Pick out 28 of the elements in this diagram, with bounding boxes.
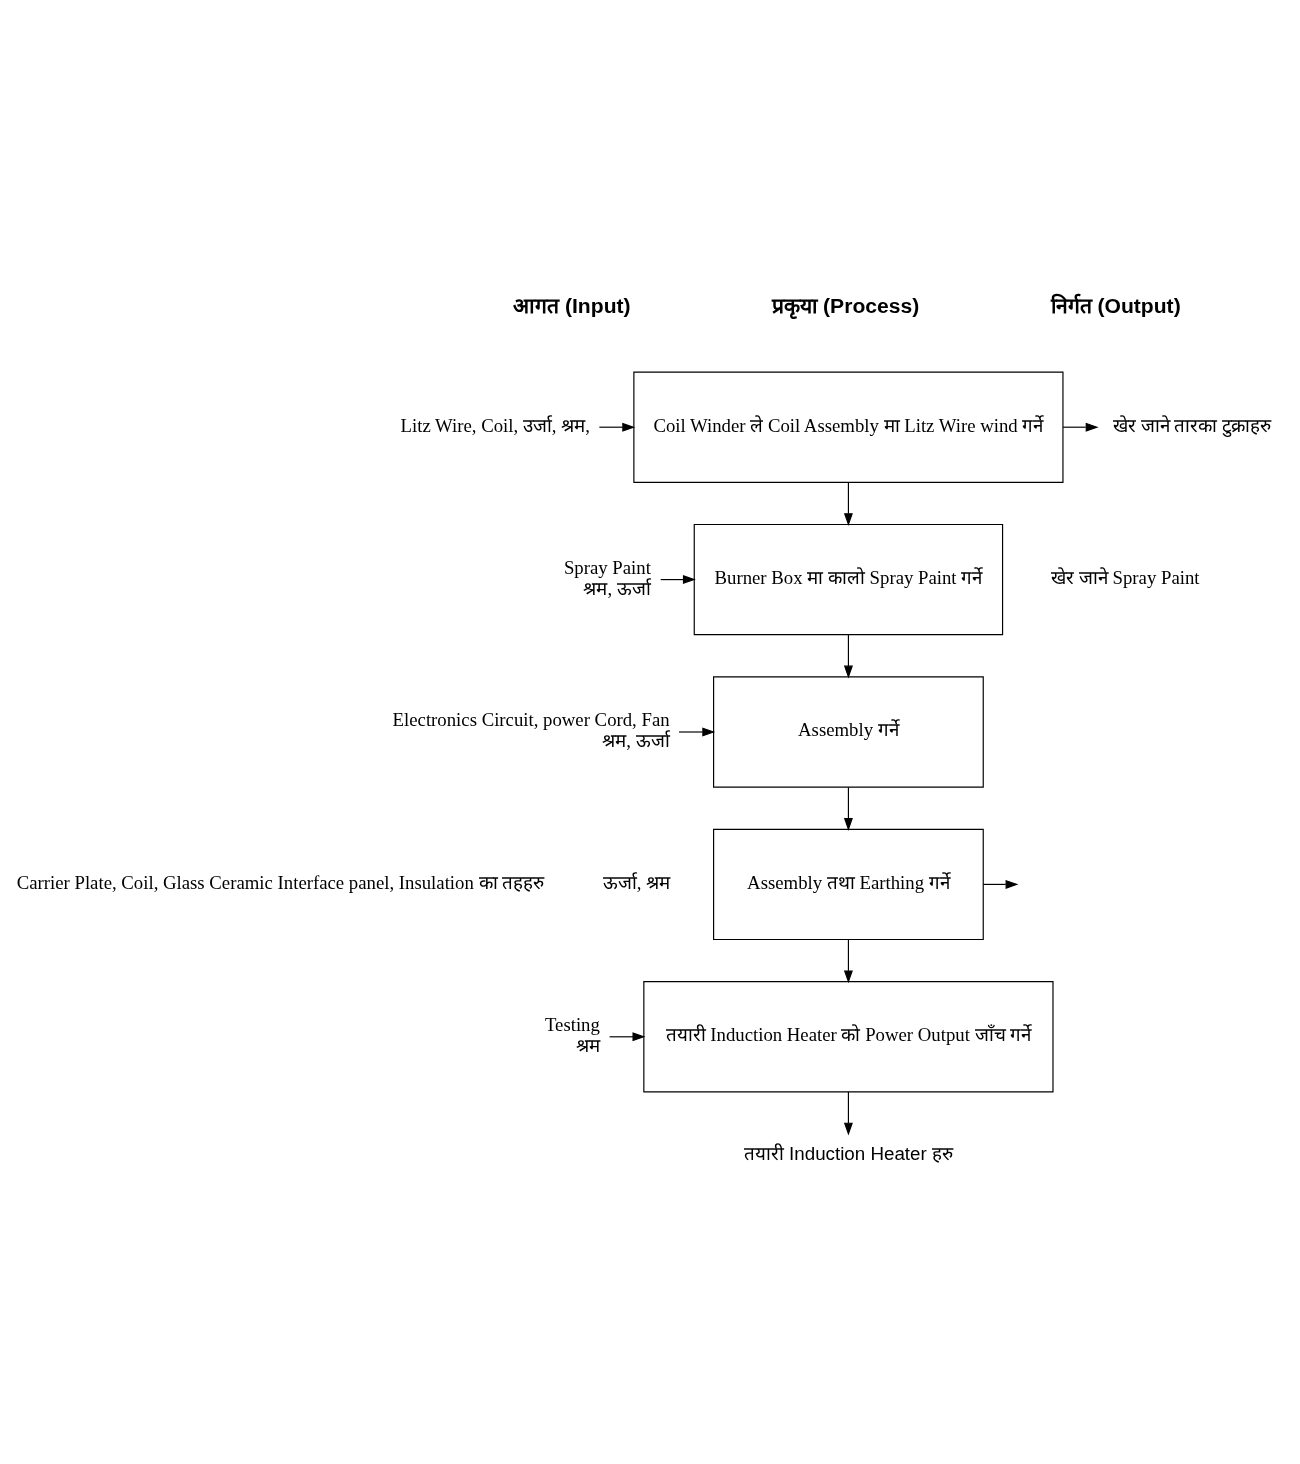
label: प्रकृया (Process): [772, 293, 920, 317]
node-text: Spray Paint श्रम, ऊर्जा: [563, 556, 651, 599]
node-box: Burner Box मा कालो Spray Paint गर्ने: [693, 523, 1004, 636]
node-box: Assembly गर्ने: [713, 676, 984, 788]
arrow: [843, 786, 853, 831]
node-text: खेर जाने तारका टुक्राहरु: [1112, 414, 1271, 436]
label: ऊर्जा, श्रम: [602, 871, 671, 893]
arrow: [843, 634, 853, 679]
node-text: Testing श्रम: [544, 1013, 600, 1056]
node-text: Litz Wire, Coil, उर्जा, श्रम,: [400, 414, 590, 436]
node-text: तयारी Induction Heater हरु: [743, 1142, 953, 1164]
arrow: [660, 575, 696, 585]
label: निर्गत (Output): [1050, 293, 1181, 317]
node-text: Electronics Circuit, power Cord, Fan श्रम, ऊर्जा: [392, 708, 670, 752]
arrow: [609, 1032, 646, 1042]
node-box: Assembly तथा Earthing गर्ने: [713, 828, 984, 941]
label: Carrier Plate, Coil, Glass Ceramic Interface panel, Insulation का तहहरु: [16, 871, 545, 893]
arrow: [843, 1091, 853, 1136]
arrow: [1062, 422, 1099, 432]
arrow: [982, 879, 1019, 889]
arrow: [598, 422, 636, 432]
node-box: तयारी Induction Heater को Power Output जाँच गर्ने: [643, 981, 1054, 1093]
label: खेर जाने Spray Paint: [1051, 567, 1200, 589]
node-box: Coil Winder ले Coil Assembly मा Litz Wire wind गर्ने: [633, 371, 1064, 483]
arrow: [843, 939, 853, 984]
label: आगत (Input): [513, 293, 631, 317]
arrow: [678, 727, 716, 737]
arrow: [843, 481, 853, 527]
